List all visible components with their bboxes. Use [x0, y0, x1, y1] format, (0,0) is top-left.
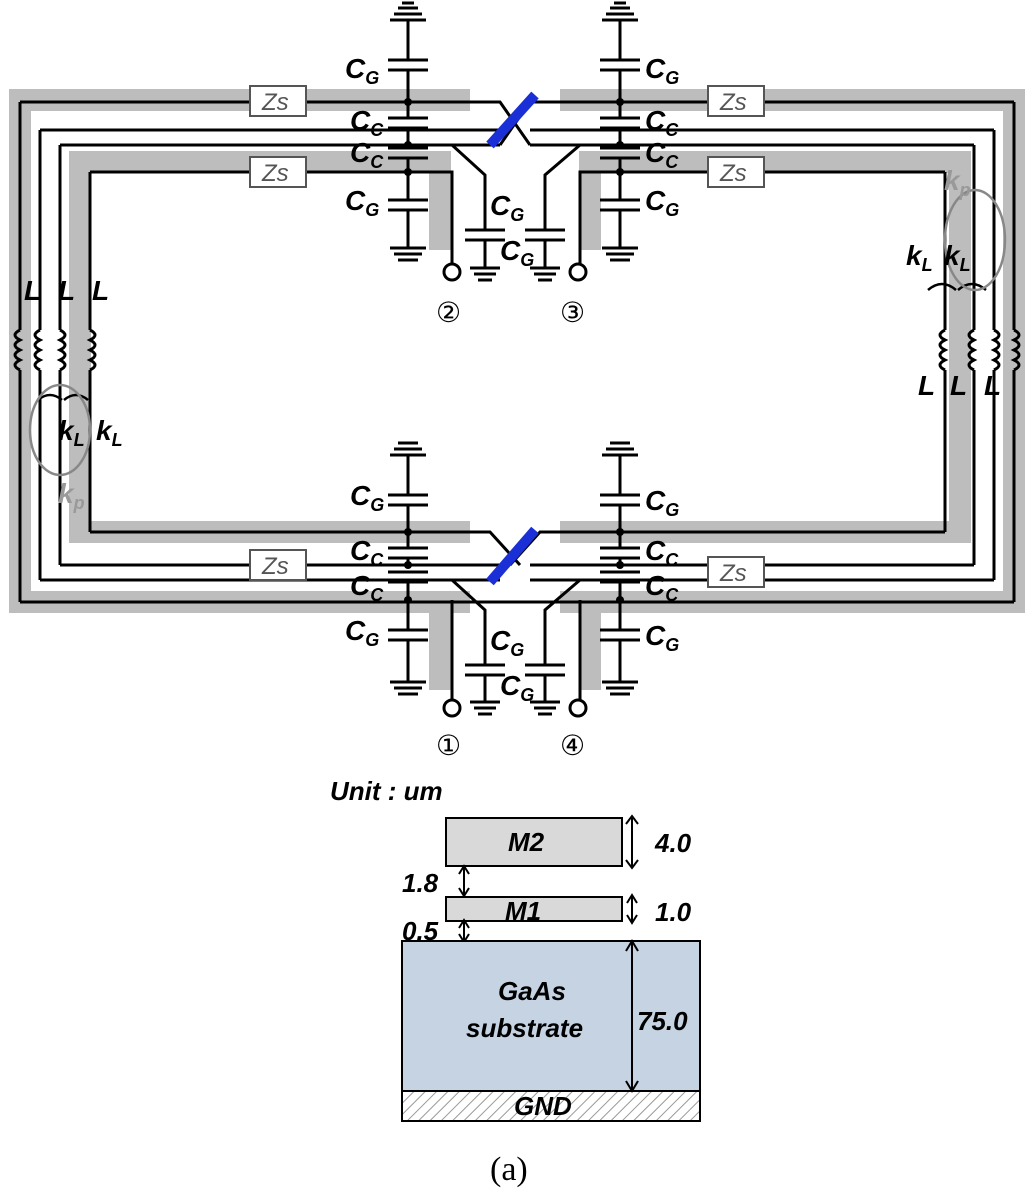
l-label: L: [58, 275, 75, 306]
crossover-top: [486, 91, 539, 149]
zs-labels: Zs Zs Zs Zs Zs Zs: [261, 89, 747, 587]
l-label: L: [24, 275, 41, 306]
port-2-label: ②: [436, 296, 461, 329]
cg-label: CG: [345, 615, 379, 650]
unit-label: Unit : um: [330, 776, 443, 806]
kl-label: kL: [944, 240, 971, 275]
port-4-label: ④: [560, 729, 585, 762]
zs-label: Zs: [719, 560, 747, 587]
cc-label: CC: [350, 137, 384, 172]
port-1-label: ①: [436, 729, 461, 762]
zs-label: Zs: [261, 160, 289, 187]
zs-boxes: [249, 85, 765, 588]
cc-label: CC: [350, 570, 384, 605]
m2-thickness: 4.0: [654, 828, 692, 858]
cg-label: CG: [490, 190, 524, 225]
cg-label: CG: [500, 235, 534, 270]
kl-label: kL: [58, 415, 85, 450]
cg-label: CG: [645, 53, 679, 88]
cc-label: CC: [350, 535, 384, 570]
kp-label: kp: [58, 478, 85, 513]
cc-label: CC: [350, 105, 384, 140]
cg-label: CG: [350, 480, 384, 515]
inductors: [13, 328, 1021, 372]
cg-label: CG: [490, 625, 524, 660]
m2-label: M2: [508, 827, 545, 857]
m1-thickness: 1.0: [655, 897, 692, 927]
cc-label: CC: [645, 137, 679, 172]
junction-dots: [404, 98, 624, 604]
cc-label: CC: [645, 535, 679, 570]
zs-label: Zs: [719, 160, 747, 187]
kl-label: kL: [906, 240, 933, 275]
conductor-lines: [18, 100, 1016, 705]
gaas-substrate: [401, 940, 701, 1092]
kp-label: kp: [944, 165, 971, 200]
kl-label: kL: [96, 415, 123, 450]
cg-label: CG: [500, 670, 534, 705]
cg-label: CG: [645, 185, 679, 220]
zs-label: Zs: [719, 89, 747, 116]
gnd-layer: [401, 1090, 701, 1122]
gap-m1-m2: 1.8: [402, 868, 439, 898]
port-3-label: ③: [560, 296, 585, 329]
l-label: L: [92, 275, 109, 306]
figure-caption: (a): [490, 1151, 528, 1188]
m1-layer: [445, 896, 623, 922]
substrate-label-1: GaAs: [498, 976, 566, 1006]
m2-layer: [445, 817, 623, 867]
l-label: L: [918, 370, 935, 401]
crossovers: [486, 91, 539, 586]
m1-label: M1: [505, 896, 541, 926]
zs-label: Zs: [261, 553, 289, 580]
capacitor-labels: CG CC CC CG CG CC CC CG CG CG CG CC CC C…: [345, 53, 679, 705]
zs-label: Zs: [261, 89, 289, 116]
crossover-bottom: [486, 526, 539, 586]
gnd-label: GND: [514, 1091, 572, 1121]
cg-label: CG: [345, 53, 379, 88]
capacitor-stacks: [388, 1, 640, 716]
layer-stackup: Unit : um M2 4.0 1.8 M1 1.0 0.5 GaAs sub…: [330, 776, 701, 1122]
coupling-arrows: [28, 188, 1007, 477]
cg-label: CG: [345, 185, 379, 220]
l-label: L: [984, 370, 1001, 401]
port-terminals: [442, 262, 588, 718]
substrate-label-2: substrate: [466, 1013, 583, 1043]
l-label: L: [950, 370, 967, 401]
cg-label: CG: [645, 485, 679, 520]
cg-label: CG: [645, 620, 679, 655]
substrate-thickness: 75.0: [637, 1006, 688, 1036]
cc-label: CC: [645, 105, 679, 140]
cc-label: CC: [645, 570, 679, 605]
inner-trace-bottom-stubs: [429, 600, 601, 690]
port-labels: ② ③ ① ④: [436, 296, 585, 762]
inductor-labels: L L L kL kL kp L L L kL kL kp: [24, 165, 1001, 513]
